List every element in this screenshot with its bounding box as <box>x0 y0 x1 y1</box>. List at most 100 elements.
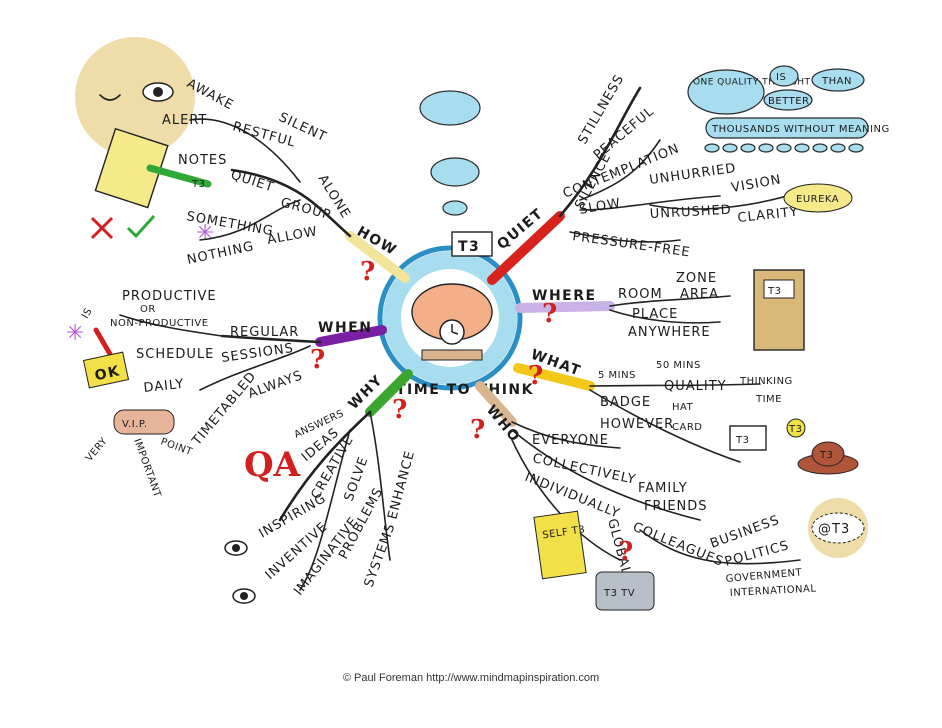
branch-where <box>515 301 615 313</box>
branch-quiet <box>487 211 565 285</box>
ok-sign <box>82 351 130 389</box>
central-ring <box>383 251 517 385</box>
quiet-item: SLOW <box>578 196 622 218</box>
branch-why <box>365 369 413 417</box>
when-item: PRODUCTIVE <box>122 289 217 304</box>
thousands-cloud <box>705 117 869 139</box>
at-t3-label: @T3 <box>818 522 850 537</box>
question-mark-icon: ? <box>528 361 543 391</box>
what-item: 5 MINS <box>598 370 636 381</box>
branch-what <box>513 363 595 391</box>
when-item: OR <box>140 304 156 315</box>
how-item: ALERT <box>162 113 207 128</box>
pen-label: T3 <box>191 179 205 190</box>
where-item: ROOM <box>618 287 663 302</box>
small-clouds-row <box>704 143 864 153</box>
when-item: IS <box>80 306 95 320</box>
better-cloud <box>763 89 813 111</box>
center-title: TIME TO THINK <box>396 382 534 398</box>
cross-icon <box>90 216 114 240</box>
quality-cloud-text: ONE QUALITY THOUGHT <box>693 78 810 88</box>
red-arrow-icon <box>93 327 113 357</box>
notepad-icon <box>94 127 169 209</box>
quiet-item: CLARITY <box>737 205 799 226</box>
tv-label: T3 TV <box>603 588 635 599</box>
thought-cloud-large <box>419 90 481 126</box>
what-item: QUALITY <box>664 379 727 394</box>
pedestal <box>421 349 483 361</box>
how-item: QUIET <box>229 168 276 196</box>
is-cloud-text: IS <box>776 72 786 83</box>
footer-credit: © Paul Foreman http://www.mindmapinspira… <box>342 672 600 684</box>
hat-label: T3 <box>819 450 833 461</box>
what-item: TIME <box>755 394 782 405</box>
sparkle-icon: ✳ <box>66 321 84 346</box>
where-item: ZONE <box>676 271 717 286</box>
vip-word: POINT <box>159 436 194 458</box>
thousands-cloud-text: THOUSANDS WITHOUT MEANING <box>711 124 890 135</box>
vip-badge <box>113 409 175 435</box>
branch-label-when: WHEN <box>318 320 372 336</box>
what-item: HAT <box>672 402 694 413</box>
why-item: SYSTEMS <box>362 521 399 589</box>
green-pen-icon <box>146 164 212 188</box>
question-mark-icon: ? <box>470 415 485 445</box>
t3-flag <box>451 231 493 257</box>
what-item: CARD <box>672 422 702 433</box>
card-label: T3 <box>735 435 749 446</box>
sun-smile <box>99 94 121 101</box>
quiet-item: VISION <box>730 172 783 196</box>
question-mark-icon: ? <box>542 299 557 329</box>
better-cloud-text: BETTER <box>768 96 810 107</box>
where-item: ANYWHERE <box>628 325 711 340</box>
why-item: ENHANCE <box>385 449 418 521</box>
thought-cloud-small <box>442 200 468 216</box>
question-mark-icon: ? <box>360 257 375 287</box>
what-item: THINKING <box>739 376 793 387</box>
badge-label: T3 <box>788 424 802 435</box>
eureka-bubble <box>783 183 853 213</box>
vip-badge-label: V.I.P. <box>122 419 148 430</box>
ok-label: OK <box>93 363 122 384</box>
who-item: GOVERNMENT <box>725 567 803 585</box>
question-mark-icon: ? <box>618 537 633 567</box>
who-item: FAMILY <box>638 481 688 496</box>
quiet-item: PRESSURE-FREE <box>571 229 691 260</box>
branch-label-where: WHERE <box>532 288 597 304</box>
eye-pupil-icon <box>153 87 163 97</box>
what-item: 50 MINS <box>656 360 701 371</box>
hat-crown <box>811 441 845 467</box>
who-item: FRIENDS <box>644 499 708 514</box>
quiet-item: UNHURRIED <box>648 161 737 188</box>
vip-word: IMPORTANT <box>131 437 163 499</box>
is-cloud <box>769 65 799 87</box>
branch-when <box>315 325 387 347</box>
when-item: SCHEDULE <box>136 347 214 362</box>
when-item: REGULAR <box>230 325 299 340</box>
when-item: SESSIONS <box>220 341 294 366</box>
quiet-item: UNRUSHED <box>649 203 732 222</box>
quality-cloud <box>687 69 765 115</box>
who-item: INTERNATIONAL <box>730 583 817 599</box>
branch-who <box>475 381 517 427</box>
than-cloud <box>811 68 865 92</box>
how-item: NOTES <box>178 153 227 168</box>
what-item: HOWEVER <box>600 417 674 432</box>
quiet-item: EUREKA <box>796 194 839 205</box>
tv-icon <box>595 571 655 611</box>
vip-word: VERY <box>84 435 110 463</box>
door-label: T3 <box>767 286 781 297</box>
when-item: TIMETABLED <box>189 369 260 449</box>
who-item: EVERYONE <box>532 433 609 448</box>
door-sign <box>763 279 795 299</box>
than-cloud-text: THAN <box>821 76 852 87</box>
what-item: BADGE <box>600 395 651 410</box>
where-item: AREA <box>680 287 719 302</box>
question-mark-icon: ? <box>310 345 325 375</box>
t3-badge <box>786 418 806 438</box>
when-item: NON-PRODUCTIVE <box>110 318 209 329</box>
at-t3-cloud <box>811 512 865 544</box>
sun-decoration <box>75 37 195 157</box>
center-badge: T3 <box>458 239 480 255</box>
thought-cloud-medium <box>430 157 480 187</box>
